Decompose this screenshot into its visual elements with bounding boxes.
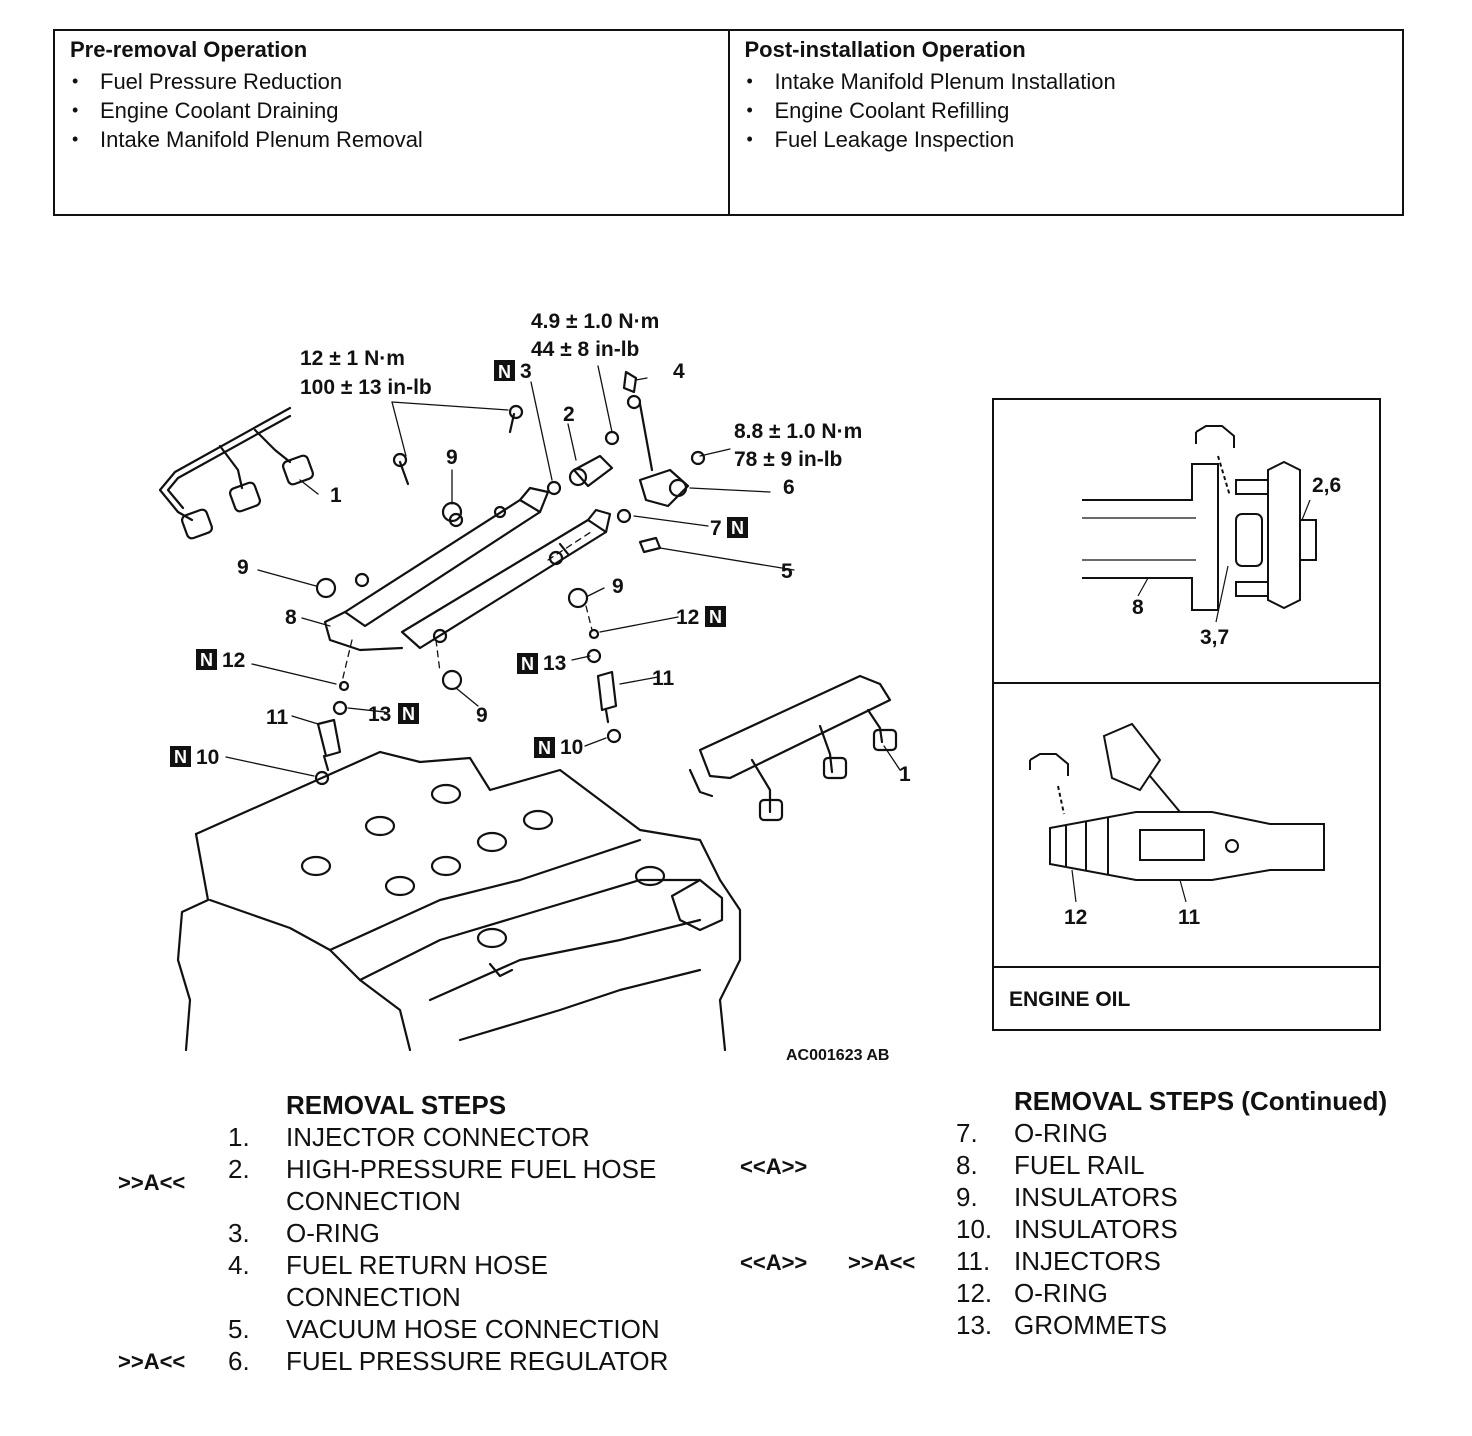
torque-2-inlb: 44 ± 8 in-lb [531, 338, 639, 361]
install-marker: >>A<< [848, 1250, 916, 1275]
injector-harness-illustration [158, 406, 315, 540]
removal-steps-right: REMOVAL STEPS (Continued) 7. O-RING <<A>… [740, 1086, 1388, 1340]
detail-panel: 2,6 8 3,7 12 11 ENGINE OIL [992, 398, 1381, 1031]
callout-6: 6 [783, 476, 795, 499]
new-part-mark [534, 737, 555, 758]
new-part-mark-text: N [200, 650, 213, 670]
list-item: •Engine Coolant Refilling [746, 98, 1010, 123]
pre-removal-heading: Pre-removal Operation [70, 37, 308, 62]
new-part-mark [196, 649, 217, 670]
new-part-mark [398, 703, 419, 724]
new-part-mark-text: N [402, 704, 415, 724]
detail-label-2-6: 2,6 [1312, 474, 1341, 497]
detail-caption-engine-oil: ENGINE OIL [1009, 988, 1131, 1011]
new-part-mark-text: N [538, 738, 551, 758]
callout-1-left: 1 [330, 484, 342, 507]
callout-9-bottom: 9 [476, 704, 488, 727]
torque-2-nm: 4.9 ± 1.0 N·m [531, 310, 659, 333]
new-part-mark-text: N [174, 747, 187, 767]
engine-block-illustration [176, 750, 742, 1052]
leader-lines [225, 365, 901, 777]
callout-10-right: 10 [560, 736, 583, 759]
pressure-regulator-illustration [546, 370, 706, 554]
new-part-mark [170, 746, 191, 767]
removal-marker: <<A>> [740, 1250, 808, 1275]
operations-table: Pre-removal Operation •Fuel Pressure Red… [53, 29, 1404, 216]
list-item: •Intake Manifold Plenum Removal [72, 127, 423, 152]
removal-steps-continued-heading: REMOVAL STEPS (Continued) [1014, 1086, 1388, 1116]
install-marker: >>A<< [118, 1170, 186, 1195]
callout-11-right: 11 [652, 667, 675, 690]
callout-13-left: 13 [368, 703, 391, 726]
fuel-rail-illustration [323, 486, 612, 652]
detail-label-12: 12 [1064, 906, 1087, 929]
install-marker: >>A<< [118, 1349, 186, 1374]
removal-steps-heading: REMOVAL STEPS [286, 1090, 507, 1120]
list-item: •Engine Coolant Draining [72, 98, 339, 123]
exploded-diagram: 12 ± 1 N·m 100 ± 13 in-lb 4.9 ± 1.0 N·m … [0, 220, 1472, 1080]
torque-3-inlb: 78 ± 9 in-lb [734, 448, 842, 471]
figure-reference-code: AC001623 AB [786, 1047, 889, 1064]
torque-1-inlb: 100 ± 13 in-lb [300, 376, 432, 399]
new-part-mark-text: N [709, 607, 722, 627]
new-part-mark-text: N [731, 518, 744, 538]
post-installation-list: •Intake Manifold Plenum Installation •En… [745, 67, 1403, 154]
new-part-mark-text: N [498, 362, 511, 382]
post-installation-operation: Post-installation Operation •Intake Mani… [727, 31, 1403, 214]
callout-9-top: 9 [446, 446, 458, 469]
injectors-illustration [314, 628, 622, 786]
list-item: •Fuel Leakage Inspection [746, 127, 1015, 152]
post-installation-heading: Post-installation Operation [744, 37, 1026, 62]
pre-removal-operation: Pre-removal Operation •Fuel Pressure Red… [55, 31, 728, 214]
callout-10-left: 10 [196, 746, 219, 769]
callout-12-right: 12 [676, 606, 699, 629]
callout-12-left: 12 [222, 649, 245, 672]
new-part-mark [705, 606, 726, 627]
callout-4: 4 [673, 360, 685, 383]
injector-o-ring-detail [1029, 722, 1325, 903]
callout-1-right: 1 [899, 763, 911, 786]
callout-3: 3 [520, 360, 532, 383]
torque-1-nm: 12 ± 1 N·m [300, 347, 405, 370]
new-part-mark-text: N [521, 654, 534, 674]
injector-harness-right-illustration [688, 674, 898, 822]
callout-8: 8 [285, 606, 297, 629]
pre-removal-list: •Fuel Pressure Reduction •Engine Coolant… [70, 67, 728, 154]
new-part-mark [517, 653, 538, 674]
torque-3-nm: 8.8 ± 1.0 N·m [734, 420, 862, 443]
callout-7: 7 [710, 517, 722, 540]
callout-13-right: 13 [543, 652, 566, 675]
new-part-mark [727, 517, 748, 538]
callout-2: 2 [563, 403, 575, 426]
bolts-insulators-illustration [315, 404, 589, 691]
callout-9-right: 9 [612, 575, 624, 598]
detail-label-3-7: 3,7 [1200, 626, 1229, 649]
regulator-o-ring-detail [1082, 425, 1317, 623]
callout-11-left: 11 [266, 706, 289, 729]
list-item: •Intake Manifold Plenum Installation [746, 69, 1116, 94]
detail-label-11: 11 [1178, 906, 1201, 929]
removal-marker: <<A>> [740, 1154, 808, 1179]
callout-5: 5 [781, 560, 793, 583]
list-item: •Fuel Pressure Reduction [72, 69, 343, 94]
detail-label-8: 8 [1132, 596, 1144, 619]
removal-steps-left: REMOVAL STEPS 1. INJECTOR CONNECTOR >>A<… [118, 1090, 669, 1376]
diagram-canvas: 12 ± 1 N·m 100 ± 13 in-lb 4.9 ± 1.0 N·m … [158, 310, 1381, 1064]
callout-9-left: 9 [237, 556, 249, 579]
new-part-mark [494, 360, 515, 381]
